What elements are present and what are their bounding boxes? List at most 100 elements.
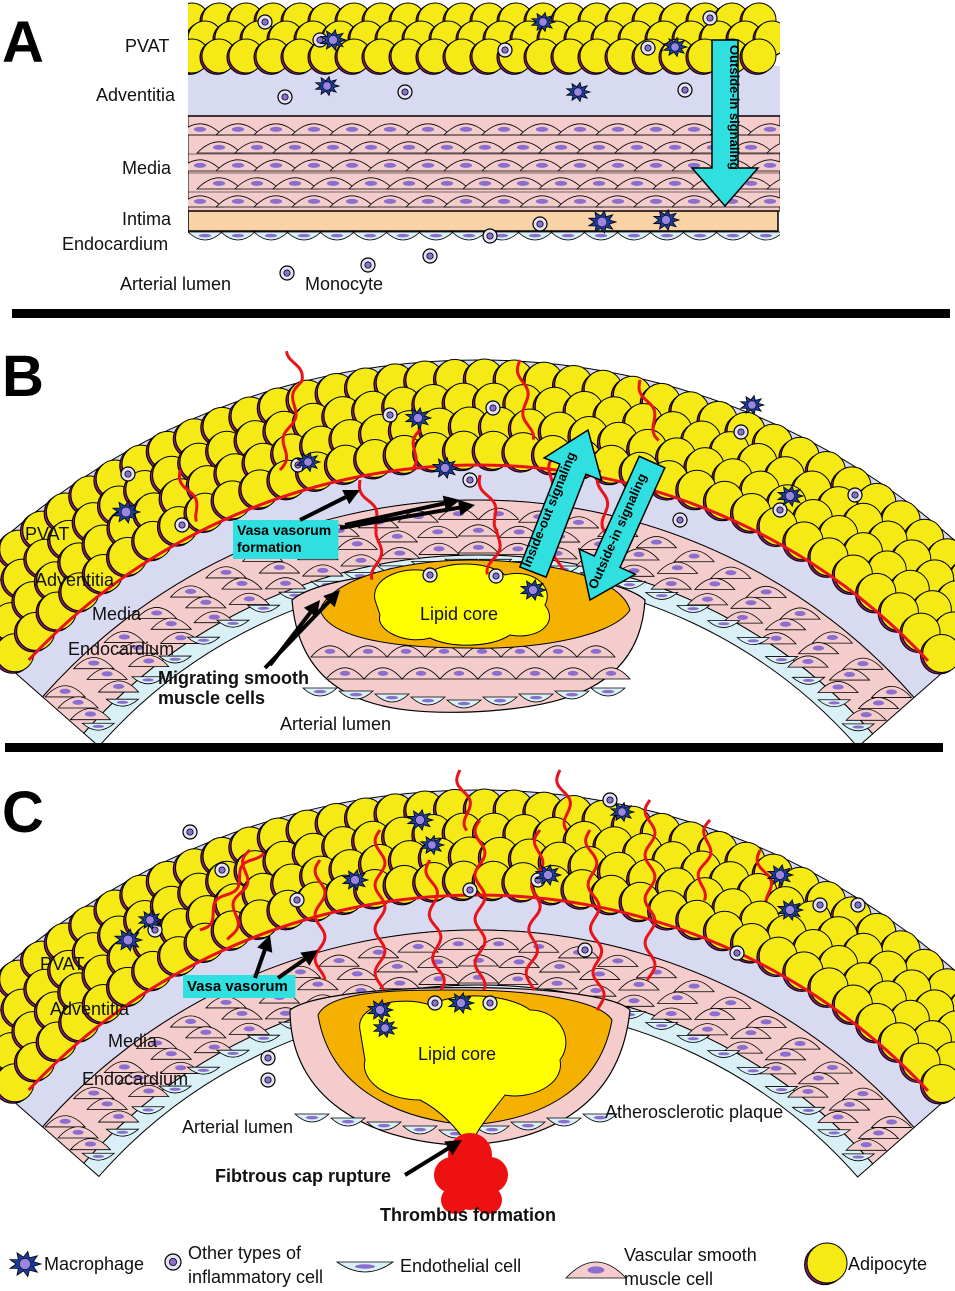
- macrophage-cell: [419, 834, 446, 856]
- endothelial-cell: [215, 1049, 251, 1058]
- inflammatory-cell: [497, 42, 513, 58]
- inflammatory-cell: [577, 942, 593, 958]
- label-lumen: Arterial lumen: [120, 274, 231, 294]
- smooth-muscle-cell: [842, 657, 884, 670]
- smooth-muscle-cell: [764, 1048, 807, 1061]
- smooth-muscle-cell: [500, 141, 546, 154]
- smooth-muscle-cell: [416, 955, 459, 968]
- endothelial-cell: [549, 231, 587, 241]
- endothelial-cell: [553, 690, 591, 700]
- smooth-muscle-cell: [424, 177, 470, 190]
- inflammatory-cell: [397, 84, 413, 100]
- panel-a: A Outside-in signaling PVAT Adventitia M…: [2, 2, 780, 294]
- smooth-muscle-cell: [348, 141, 394, 154]
- smooth-muscle-cell: [228, 592, 271, 605]
- vasa-vasorum-vessel: [455, 769, 472, 832]
- vasa-vasorum-vessel: [424, 859, 446, 991]
- endothelial-cell: [509, 1121, 547, 1131]
- label-migrating-line1: Migrating smooth: [158, 668, 309, 688]
- label-lipid-core: Lipid core: [420, 604, 498, 624]
- vasa-vasorum-vessel: [226, 848, 252, 941]
- macrophage-cell: [587, 210, 618, 234]
- smooth-muscle-cell: [234, 141, 280, 154]
- outside-in-arrow: Outside-in signaling: [690, 39, 760, 208]
- smooth-muscle-cell: [457, 541, 500, 554]
- macrophage-cell: [766, 863, 795, 887]
- smooth-muscle-cell: [787, 655, 829, 668]
- panel-letter-a: A: [2, 10, 44, 75]
- smooth-muscle-cell: [376, 530, 419, 543]
- endothelial-cell: [706, 1050, 741, 1058]
- macrophage-cell: [295, 451, 322, 473]
- inflammatory-cell: [360, 257, 376, 273]
- vasa-vasorum-pointer: [276, 950, 318, 980]
- smooth-muscle-cell: [650, 1007, 693, 1020]
- label-migrating-line2: muscle cells: [158, 688, 265, 708]
- smooth-muscle-cell: [845, 1138, 888, 1151]
- smooth-muscle-cell: [310, 645, 350, 658]
- outside-in-label: Outside-in signaling: [727, 45, 742, 170]
- svg-text:Vasa vasorum: Vasa vasorum: [237, 522, 331, 538]
- smooth-muscle-cell: [671, 195, 717, 208]
- smooth-muscle-cell: [797, 1072, 840, 1085]
- smooth-muscle-cell: [477, 507, 520, 520]
- vasa-vasorum-vessel: [373, 829, 387, 991]
- smooth-muscle-cell: [272, 177, 318, 190]
- smooth-muscle-cell: [857, 1127, 900, 1140]
- legend-inflammatory-label-line1: Other types of: [188, 1243, 302, 1263]
- smooth-muscle-cell: [325, 667, 365, 680]
- endothelial-cell: [246, 1034, 281, 1043]
- vasa-vasorum-vessel: [524, 829, 545, 991]
- macrophage-cell: [776, 898, 805, 922]
- smooth-muscle-cell: [870, 685, 913, 698]
- label-lumen: Arterial lumen: [280, 714, 391, 734]
- smooth-muscle-cell: [745, 585, 788, 598]
- vasa-vasorum-pointer: [253, 935, 273, 979]
- inflammatory-cell: [427, 995, 443, 1011]
- macrophage-cell: [113, 928, 144, 952]
- label-endocardium: Endocardium: [62, 234, 168, 254]
- rupture-pointer: [403, 1140, 462, 1177]
- vasa-vasorum-pointer: [299, 490, 360, 522]
- inflammatory-cell: [532, 216, 548, 232]
- endothelial-cell: [764, 1086, 799, 1094]
- smooth-muscle-cell: [376, 960, 419, 973]
- smooth-muscle-cell: [857, 697, 900, 710]
- smooth-muscle-cell: [519, 195, 565, 208]
- endothelial-cell: [714, 231, 752, 241]
- smooth-muscle-cell: [477, 667, 517, 680]
- inflammatory-cell: [257, 14, 273, 30]
- smooth-muscle-cell: [367, 159, 413, 172]
- smooth-muscle-cell: [301, 564, 344, 577]
- adipocyte-cell: [361, 38, 399, 75]
- endothelial-cell: [736, 637, 771, 646]
- smooth-muscle-cell: [378, 977, 421, 990]
- smooth-muscle-cell: [103, 1060, 146, 1073]
- inflammatory-cell: [488, 568, 504, 584]
- macrophage-cell: [431, 456, 460, 480]
- smooth-muscle-cell: [127, 1085, 170, 1097]
- smooth-muscle-cell: [205, 566, 247, 579]
- endothelial-cell: [158, 1085, 193, 1094]
- vasa-vasorum-vessel: [177, 469, 199, 522]
- endothelial-cell: [158, 655, 193, 664]
- smooth-muscle-cell: [150, 1047, 193, 1060]
- endothelial-cell: [517, 693, 555, 703]
- smooth-muscle-cell: [828, 668, 871, 681]
- smooth-muscle-cell: [184, 596, 227, 609]
- endothelial-cell: [188, 231, 224, 241]
- inflammatory-cell: [482, 228, 498, 244]
- smooth-muscle-cell: [272, 141, 318, 154]
- macrophage-cell: [662, 36, 689, 58]
- smooth-muscle-cell: [424, 141, 470, 154]
- smooth-muscle-cell: [117, 1071, 160, 1084]
- smooth-muscle-cell: [870, 1115, 913, 1128]
- vasa-vasorum-vessel: [410, 428, 422, 472]
- adipocyte-cell: [523, 38, 561, 75]
- adipocyte-cell: [919, 1064, 955, 1105]
- smooth-muscle-cell: [348, 645, 388, 658]
- smooth-muscle-cell: [747, 195, 780, 208]
